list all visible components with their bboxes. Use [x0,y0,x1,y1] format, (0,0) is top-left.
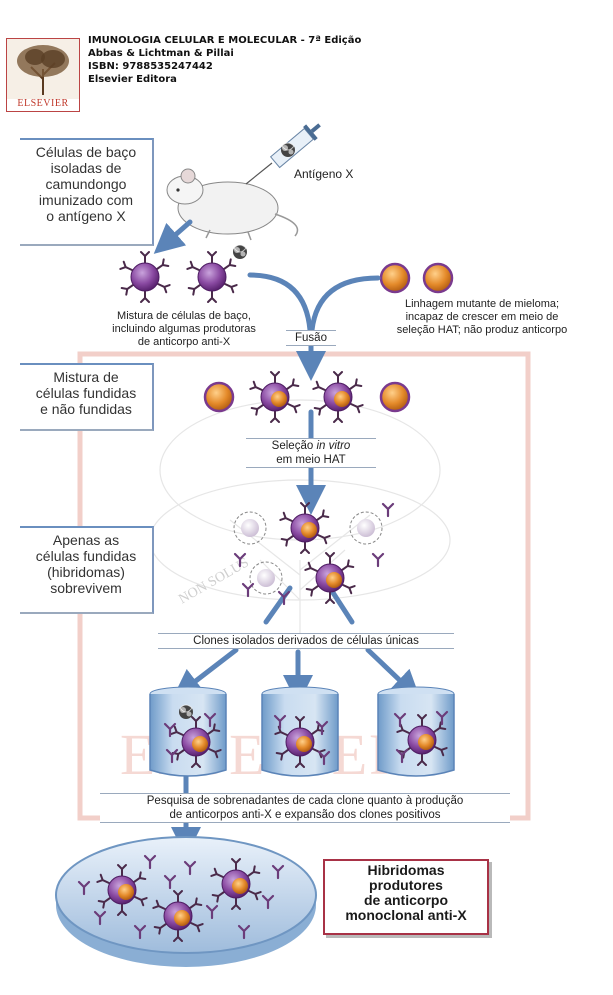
fusion-mixture-cells [203,372,411,422]
label-line: Células de baço [35,144,137,160]
spleen-mix-caption: Mistura de células de baço, incluindo al… [84,310,284,349]
book-authors: Abbas & Lichtman & Pillai [88,48,234,59]
syringe-illustration [245,123,321,185]
culture-tubes [149,686,455,777]
label-line: e não fundidas [40,401,132,417]
label-line: Mistura de [53,369,119,385]
selection-prefix: Seleção [271,440,317,452]
result-line: Hibridomas [367,862,445,878]
caption-line: de anticorpo anti-X [137,336,231,348]
petri-dish [55,836,317,967]
label-line: camundongo [45,176,127,192]
elsevier-logo: ELSEVIER [6,38,80,112]
selection-line-2: em meio HAT [276,454,346,466]
result-line: monoclonal anti-X [345,907,467,923]
screening-bar: Pesquisa de sobrenadantes de cada clone … [100,793,510,823]
result-box: Hibridomas produtores de anticorpo monoc… [323,859,489,935]
screening-line: de anticorpos anti-X e expansão dos clon… [169,809,441,821]
antigen-label: Antígeno X [294,167,354,181]
book-isbn: ISBN: 9788535247442 [88,61,213,72]
book-title: IMUNOLOGIA CELULAR E MOLECULAR - 7ª Ediç… [88,35,362,46]
screening-line: Pesquisa de sobrenadantes de cada clone … [146,795,464,807]
spleen-cells [120,244,248,302]
caption-line: seleção HAT; não produz anticorpo [396,324,568,336]
label-line: sobrevivem [50,580,122,596]
clones-bar: Clones isolados derivados de células úni… [158,633,454,649]
caption-line: incluindo algumas produtoras [112,323,256,335]
label-line: (hibridomas) [47,564,125,580]
label-line: Apenas as [52,532,120,548]
selection-label: Seleção in vitro em meio HAT [246,438,376,468]
caption-line: Mistura de células de baço, [117,310,251,322]
selection-line-1: Seleção in vitro [246,439,376,453]
label-line: células fundidas [35,385,137,401]
caption-line: incapaz de crescer em meio de [405,311,559,323]
label-fused-mixture: Mistura de células fundidas e não fundid… [20,363,154,431]
myeloma-cells [379,262,454,294]
label-survivors: Apenas as células fundidas (hibridomas) … [20,526,154,614]
myeloma-caption: Linhagem mutante de mieloma; incapaz de … [362,298,602,337]
mouse-illustration [166,168,299,241]
label-line: imunizado com [38,192,134,208]
fusion-label: Fusão [286,330,336,346]
tree-emblem-icon [7,39,79,99]
label-spleen-cells: Células de baço isoladas de camundongo i… [20,138,154,246]
label-line: o antígeno X [46,208,126,224]
label-line: células fundidas [35,548,137,564]
caption-line: Linhagem mutante de mieloma; [404,298,560,310]
book-publisher: Elsevier Editora [88,74,177,85]
label-line: isoladas de [50,160,122,176]
surviving-cells [233,503,395,606]
book-header: IMUNOLOGIA CELULAR E MOLECULAR - 7ª Ediç… [88,34,361,86]
flow-arrows [153,219,421,857]
logo-wordmark: ELSEVIER [17,98,69,109]
result-line: de anticorpo [363,892,448,908]
selection-italic: in vitro [316,440,351,452]
result-line: produtores [369,877,443,893]
